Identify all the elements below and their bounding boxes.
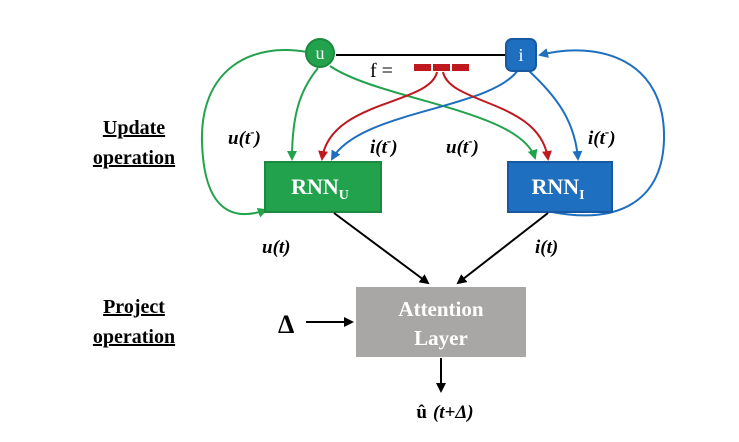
rnn-user-subscript: U <box>339 188 349 203</box>
u-to-rnn-i-arrow <box>329 65 538 160</box>
update-label-line1: Update <box>103 117 165 139</box>
i-to-rnn-i-arrow <box>527 69 583 161</box>
attention-label-line1: Attention <box>398 297 483 321</box>
project-label-line1: Project <box>103 296 165 318</box>
delta-symbol: Δ <box>278 310 294 339</box>
f-to-rnn-i-arrow <box>442 71 552 161</box>
label-i-prev-right: i(t-) <box>588 124 616 149</box>
rnn-user-box: RNNU <box>264 161 382 213</box>
rnn-item-box: RNNI <box>507 161 613 213</box>
item-node-label: i <box>518 45 523 65</box>
rnn-item-subscript: I <box>579 188 584 203</box>
rnn-item-label: RNN <box>531 174 579 199</box>
label-i-prev-mid: i(t-) <box>370 133 398 158</box>
label-i-t: i(t) <box>535 237 558 258</box>
attention-label-line2: Layer <box>414 326 468 350</box>
item-node: i <box>505 38 537 72</box>
update-label-line2: operation <box>93 147 175 169</box>
rnn-u-to-attention-arrow <box>333 212 430 285</box>
attention-layer-box: Attention Layer <box>356 287 526 357</box>
label-u-prev-left: u(t-) <box>228 124 261 149</box>
user-node-label: u <box>316 43 325 63</box>
rnn-i-to-attention-arrow <box>456 212 549 285</box>
label-u-prev-mid: u(t-) <box>446 133 479 158</box>
output-expression: û(t+Δ) <box>416 402 473 423</box>
user-node: u <box>305 38 335 68</box>
u-feedback-arrow <box>200 49 308 218</box>
feature-label: f = <box>370 60 393 82</box>
rnn-user-label: RNN <box>291 174 339 199</box>
svg-text:RNNU: RNNU <box>291 174 349 203</box>
i-to-rnn-u-arrow <box>331 69 519 161</box>
f-to-rnn-u-arrow <box>318 71 438 161</box>
feature-vector <box>414 64 469 71</box>
u-to-rnn-u-arrow <box>287 67 319 161</box>
svg-text:RNNI: RNNI <box>531 174 584 203</box>
project-label-line2: operation <box>93 326 175 348</box>
label-u-t: u(t) <box>262 237 291 258</box>
